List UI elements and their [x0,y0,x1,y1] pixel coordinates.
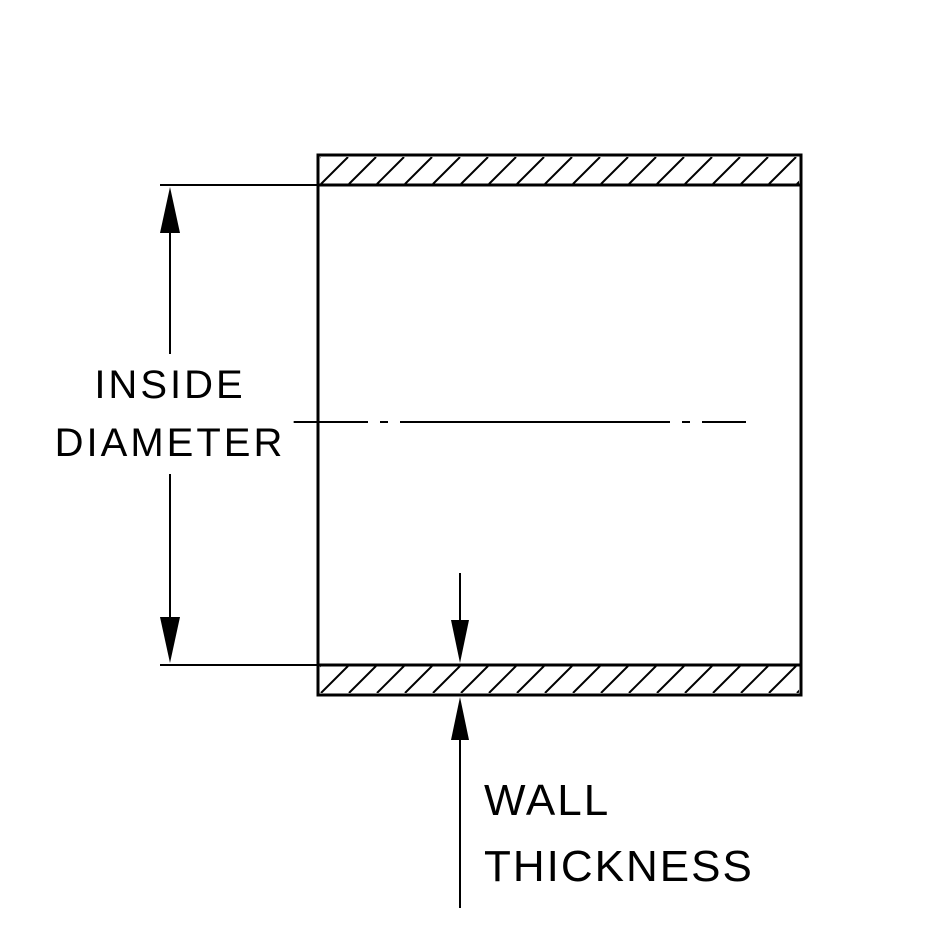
hatch-line [516,157,545,184]
bottom-wall-hatch [320,666,852,693]
hatch-line [600,666,629,693]
inside-diameter-arrow-up [160,187,180,233]
hatch-line [572,666,601,693]
hatch-line [628,157,657,184]
hatch-line [376,666,405,693]
hatch-line [684,157,713,184]
hatch-line [488,157,517,184]
wall-thickness-label-line2: THICKNESS [484,842,754,891]
hatch-line [740,666,769,693]
hatch-line [488,666,517,693]
hatch-line [684,666,713,693]
hatch-line [348,666,377,693]
hatch-line [768,157,797,184]
hatch-line [516,666,545,693]
hatch-line [712,157,741,184]
hatch-line [460,666,489,693]
hatch-line [544,666,573,693]
top-wall-hatch [320,157,852,184]
hatch-line [825,666,852,693]
hatch-line [348,157,377,184]
hatch-line [320,157,349,184]
hatch-line [656,157,685,184]
hatch-line [712,666,741,693]
hatch-line [460,157,489,184]
hatch-line [320,666,321,668]
inside-diameter-label: INSIDE DIAMETER [46,354,294,474]
inside-diameter-arrow-down [160,617,180,663]
hatch-line [320,666,349,693]
wall-thickness-label: WALL THICKNESS [484,768,754,900]
wall-thickness-label-line1: WALL [484,776,611,825]
hatch-line [432,157,461,184]
hatch-line [544,157,573,184]
hatch-line [825,157,852,184]
hatch-line [600,157,629,184]
inside-diameter-label-line1: INSIDE [94,363,246,407]
inside-diameter-label-line2: DIAMETER [54,421,286,465]
hatch-line [432,666,461,693]
hatch-line [376,157,405,184]
wall-thickness-arrow-up [451,697,469,740]
hatch-line [768,666,797,693]
hatch-line [572,157,601,184]
hatch-line [320,157,321,159]
hatch-line [740,157,769,184]
hatch-line [656,666,685,693]
wall-thickness-arrow-down [451,620,469,663]
hatch-line [404,666,433,693]
hatch-line [404,157,433,184]
hatch-line [628,666,657,693]
hose-body-outline [316,153,803,697]
